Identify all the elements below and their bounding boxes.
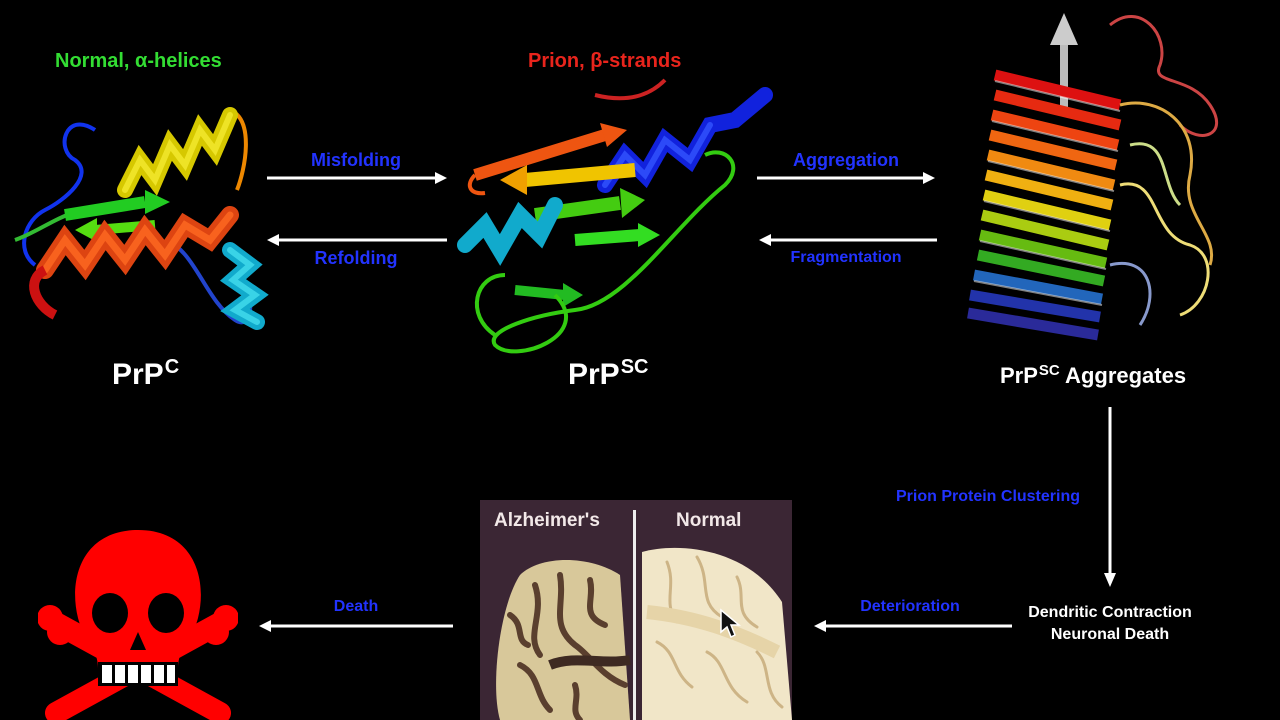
normal-caption: Normal, α-helices — [55, 50, 222, 72]
mouse-cursor-icon — [720, 608, 741, 639]
normal-brain-image — [642, 547, 792, 720]
death-label: Death — [333, 598, 379, 615]
prpc-label-base: PrP — [112, 358, 164, 391]
alzheimers-label: Alzheimer's — [494, 510, 600, 531]
prpsc-label: PrPSC — [568, 356, 649, 392]
aggregates-label-sup: SC — [1038, 362, 1060, 379]
prpc-label-sup: C — [164, 356, 180, 378]
refolding-arrow — [267, 234, 447, 246]
prion-caption: Prion, β-strands — [528, 50, 682, 72]
misfolding-label: Misfolding — [311, 150, 401, 170]
deterioration-arrow — [814, 620, 1012, 632]
prpsc-label-sup: SC — [620, 356, 649, 378]
fragmentation-label: Fragmentation — [790, 249, 902, 266]
prpsc-structure-image — [457, 78, 773, 354]
prpc-structure-image — [14, 107, 269, 330]
outcome-line-2: Neuronal Death — [1050, 626, 1170, 643]
clustering-label: Prion Protein Clustering — [895, 488, 1080, 505]
neuronal-outcome: Dendritic Contraction Neuronal Death — [1010, 602, 1210, 646]
misfolding-arrow — [267, 172, 447, 184]
clustering-arrow — [1104, 407, 1116, 587]
prpsc-label-base: PrP — [568, 358, 620, 391]
aggregates-label-suffix: Aggregates — [1059, 363, 1187, 388]
outcome-line-1: Dendritic Contraction — [1028, 604, 1192, 621]
alzheimers-brain-image — [496, 560, 631, 720]
death-arrow — [259, 620, 453, 632]
normal-brain-label: Normal — [676, 510, 742, 531]
aggregates-label: PrPSC Aggregates — [1000, 362, 1186, 389]
deterioration-label: Deterioration — [860, 598, 960, 615]
aggregates-label-base: PrP — [1000, 363, 1038, 388]
fragmentation-arrow — [759, 234, 937, 246]
prpc-label: PrPC — [112, 356, 179, 392]
brain-comparison-panel: Alzheimer's Normal — [480, 500, 792, 720]
panel-divider — [633, 510, 636, 720]
aggregates-structure-image — [967, 13, 1218, 341]
refolding-label: Refolding — [314, 248, 398, 268]
skull-crossbones-icon — [38, 530, 238, 720]
aggregation-arrow — [757, 172, 935, 184]
aggregation-label: Aggregation — [793, 150, 899, 170]
